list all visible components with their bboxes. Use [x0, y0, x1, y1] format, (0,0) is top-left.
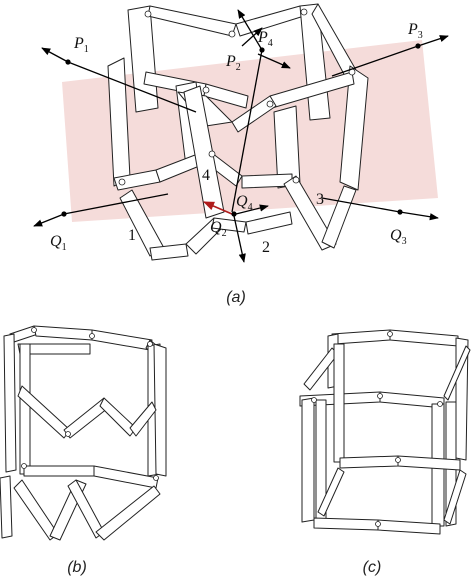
point-q1: [61, 211, 67, 217]
caption-c: (c): [363, 559, 382, 576]
point-q3: [397, 209, 403, 215]
label-p1: P1: [73, 35, 89, 55]
point-p4: [259, 47, 265, 53]
point-q4: [231, 211, 237, 217]
label-p2: P2: [225, 53, 241, 73]
label-p3: P3: [407, 21, 423, 41]
panel-b: (b): [0, 325, 167, 576]
link-number-2: 2: [262, 239, 270, 256]
front-frame: [113, 81, 357, 261]
label-q4: Q4: [236, 193, 253, 213]
point-p3: [415, 43, 421, 49]
point-p1: [65, 59, 71, 65]
axis-points: [61, 43, 421, 217]
axes-a: [33, 9, 449, 263]
label-q2: Q2: [210, 219, 227, 239]
label-p4: P4: [257, 29, 273, 49]
link-number-3: 3: [316, 191, 324, 208]
link-number-1: 1: [128, 227, 136, 244]
link-number-4: 4: [202, 167, 210, 184]
label-q1: Q1: [50, 233, 67, 253]
caption-a: (a): [226, 289, 246, 306]
label-q3: Q3: [390, 227, 407, 247]
panel-c: (c): [299, 329, 471, 576]
panel-a: P1 P2 P3 P4 Q1 Q2 Q3 Q4 1 2 3 4 (a): [33, 3, 449, 306]
caption-b: (b): [67, 559, 87, 576]
